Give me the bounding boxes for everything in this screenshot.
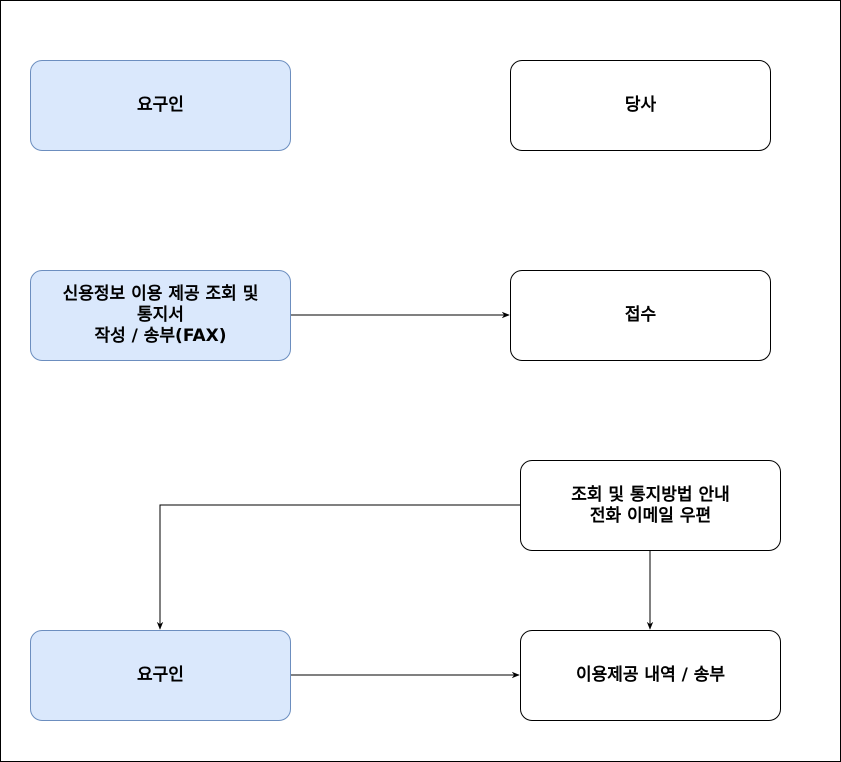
- request-form-node[interactable]: 신용정보 이용 제공 조회 및 통지서 작성 / 송부(FAX): [30, 270, 291, 361]
- usage-history-label: 이용제공 내역 / 송부: [575, 665, 726, 685]
- company-header-node[interactable]: 당사: [510, 60, 771, 151]
- requester-header-node[interactable]: 요구인: [30, 60, 291, 151]
- usage-history-node[interactable]: 이용제공 내역 / 송부: [520, 630, 781, 721]
- receipt-node[interactable]: 접수: [510, 270, 771, 361]
- company-header-label: 당사: [624, 95, 657, 115]
- edge-notice-to-requester: [156, 504, 520, 630]
- requester-bottom-node[interactable]: 요구인: [30, 630, 291, 721]
- requester-header-label: 요구인: [137, 95, 184, 115]
- requester-bottom-label: 요구인: [137, 665, 184, 685]
- request-form-label: 신용정보 이용 제공 조회 및 통지서 작성 / 송부(FAX): [62, 284, 259, 346]
- notice-guide-label: 조회 및 통지방법 안내 전화 이메일 우편: [571, 484, 730, 526]
- notice-guide-node[interactable]: 조회 및 통지방법 안내 전화 이메일 우편: [520, 460, 781, 551]
- receipt-label: 접수: [624, 305, 657, 325]
